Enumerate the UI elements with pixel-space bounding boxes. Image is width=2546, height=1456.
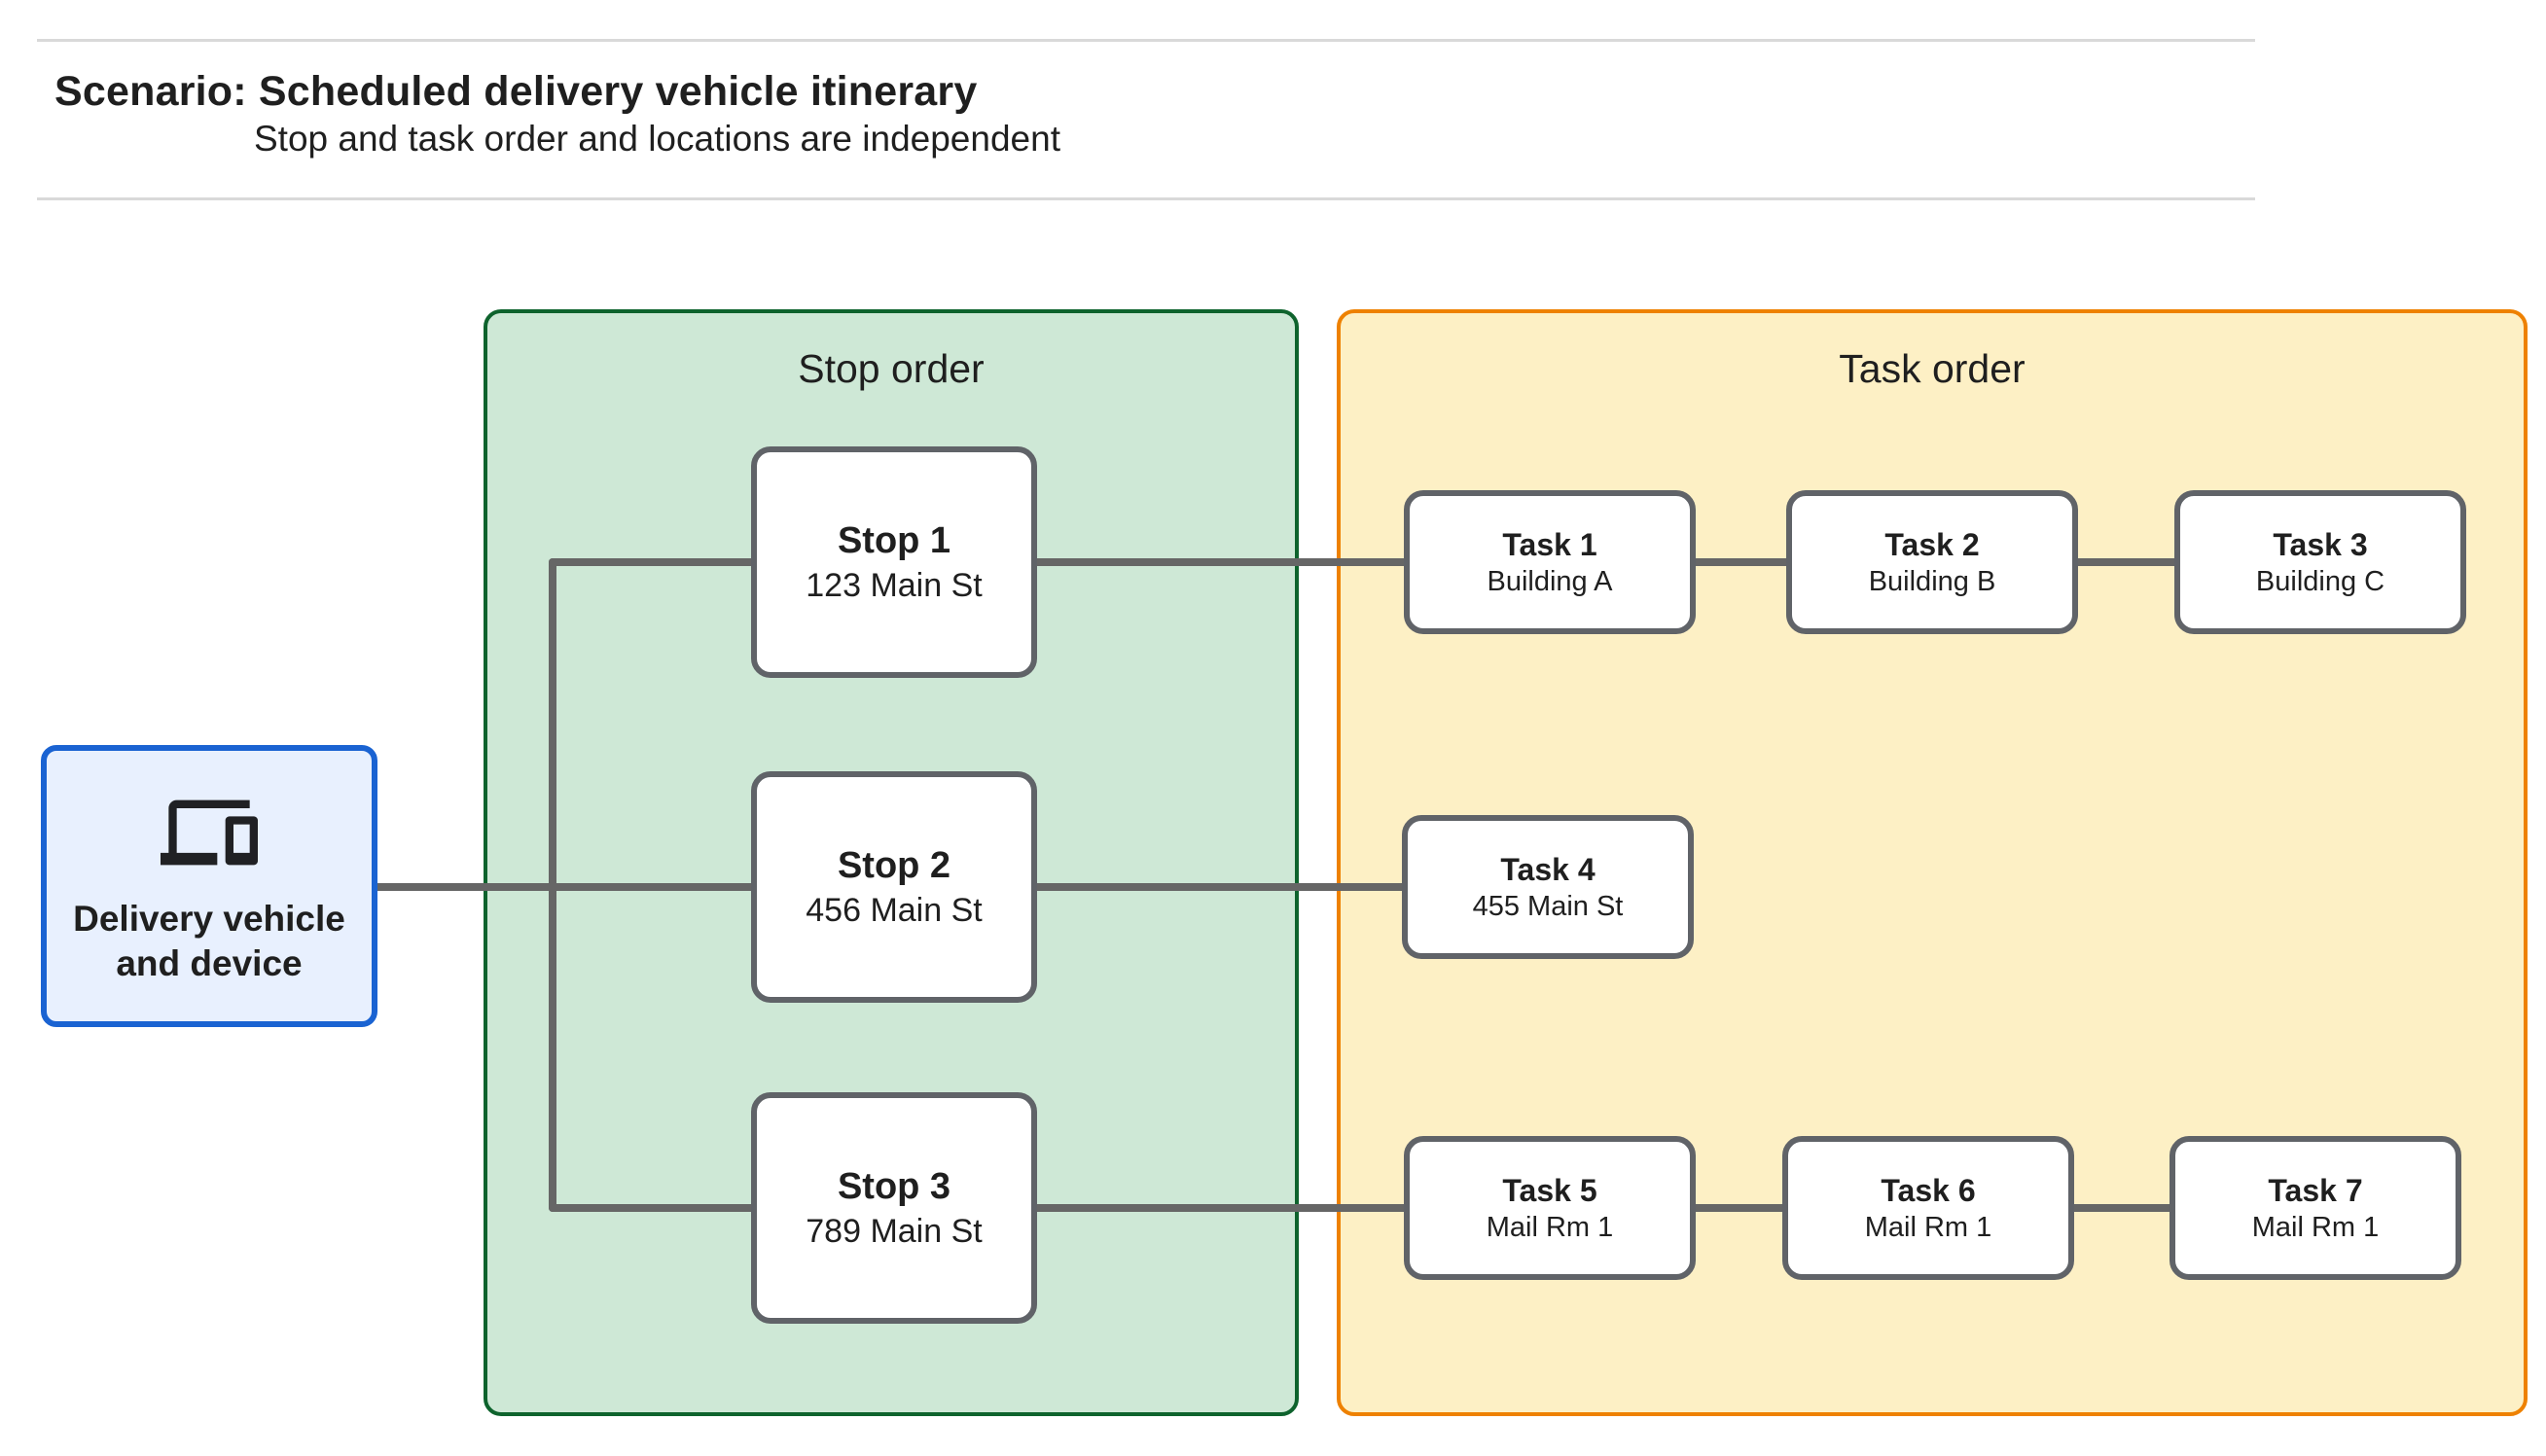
task-4-subtitle: 455 Main St — [1472, 891, 1624, 922]
connector-trunk-to-stop-3 — [549, 1204, 894, 1212]
task-5-node: Task 5 Mail Rm 1 — [1404, 1136, 1696, 1280]
stop-1-title: Stop 1 — [837, 520, 951, 561]
stop-1-node: Stop 1 123 Main St — [751, 446, 1037, 678]
connector-task-2-to-task-3 — [1932, 558, 2320, 566]
scenario-title: Scenario: Scheduled delivery vehicle iti… — [54, 68, 978, 115]
stop-3-node: Stop 3 789 Main St — [751, 1092, 1037, 1324]
task-3-node: Task 3 Building C — [2174, 490, 2466, 634]
delivery-vehicle-label-line-1: Delivery vehicle — [73, 899, 345, 939]
stop-1-subtitle: 123 Main St — [806, 567, 983, 604]
task-3-subtitle: Building C — [2255, 566, 2385, 597]
task-2-subtitle: Building B — [1868, 566, 1996, 597]
header-top-rule — [37, 39, 2255, 42]
task-3-title: Task 3 — [2273, 527, 2368, 562]
task-order-panel-title: Task order — [1839, 346, 2026, 391]
task-1-node: Task 1 Building A — [1404, 490, 1696, 634]
delivery-vehicle-label: Delivery vehicle and device — [47, 897, 372, 986]
task-5-subtitle: Mail Rm 1 — [1486, 1212, 1614, 1243]
connector-trunk-to-stop-1 — [549, 558, 894, 566]
task-2-title: Task 2 — [1884, 527, 1980, 562]
task-1-title: Task 1 — [1502, 527, 1597, 562]
delivery-vehicle-label-line-2: and device — [116, 943, 303, 983]
task-4-node: Task 4 455 Main St — [1402, 815, 1694, 959]
task-5-title: Task 5 — [1502, 1173, 1597, 1208]
stop-2-subtitle: 456 Main St — [806, 892, 983, 929]
stop-2-title: Stop 2 — [837, 845, 951, 886]
task-6-subtitle: Mail Rm 1 — [1864, 1212, 1992, 1243]
task-6-title: Task 6 — [1881, 1173, 1976, 1208]
task-7-subtitle: Mail Rm 1 — [2251, 1212, 2380, 1243]
task-4-title: Task 4 — [1500, 852, 1596, 887]
stop-3-title: Stop 3 — [837, 1166, 951, 1207]
devices-icon — [161, 784, 258, 881]
header-bottom-rule — [37, 197, 2255, 200]
stop-order-panel-title: Stop order — [798, 346, 985, 391]
connector-task-1-to-task-2 — [1550, 558, 1932, 566]
task-2-node: Task 2 Building B — [1786, 490, 2078, 634]
task-1-subtitle: Building A — [1487, 566, 1613, 597]
connector-stop-3-to-task-5 — [894, 1204, 1550, 1212]
scenario-subtitle: Stop and task order and locations are in… — [254, 119, 1060, 159]
task-7-title: Task 7 — [2268, 1173, 2363, 1208]
connector-stop-1-to-task-1 — [894, 558, 1550, 566]
stop-2-node: Stop 2 456 Main St — [751, 771, 1037, 1003]
connector-stop-2-to-task-4 — [894, 883, 1548, 891]
task-6-node: Task 6 Mail Rm 1 — [1782, 1136, 2074, 1280]
delivery-vehicle-card: Delivery vehicle and device — [41, 745, 377, 1027]
connector-task-6-to-task-7 — [1928, 1204, 2315, 1212]
connector-task-5-to-task-6 — [1550, 1204, 1928, 1212]
connector-trunk-vertical — [549, 558, 556, 1212]
task-7-node: Task 7 Mail Rm 1 — [2169, 1136, 2461, 1280]
stop-3-subtitle: 789 Main St — [806, 1213, 983, 1250]
